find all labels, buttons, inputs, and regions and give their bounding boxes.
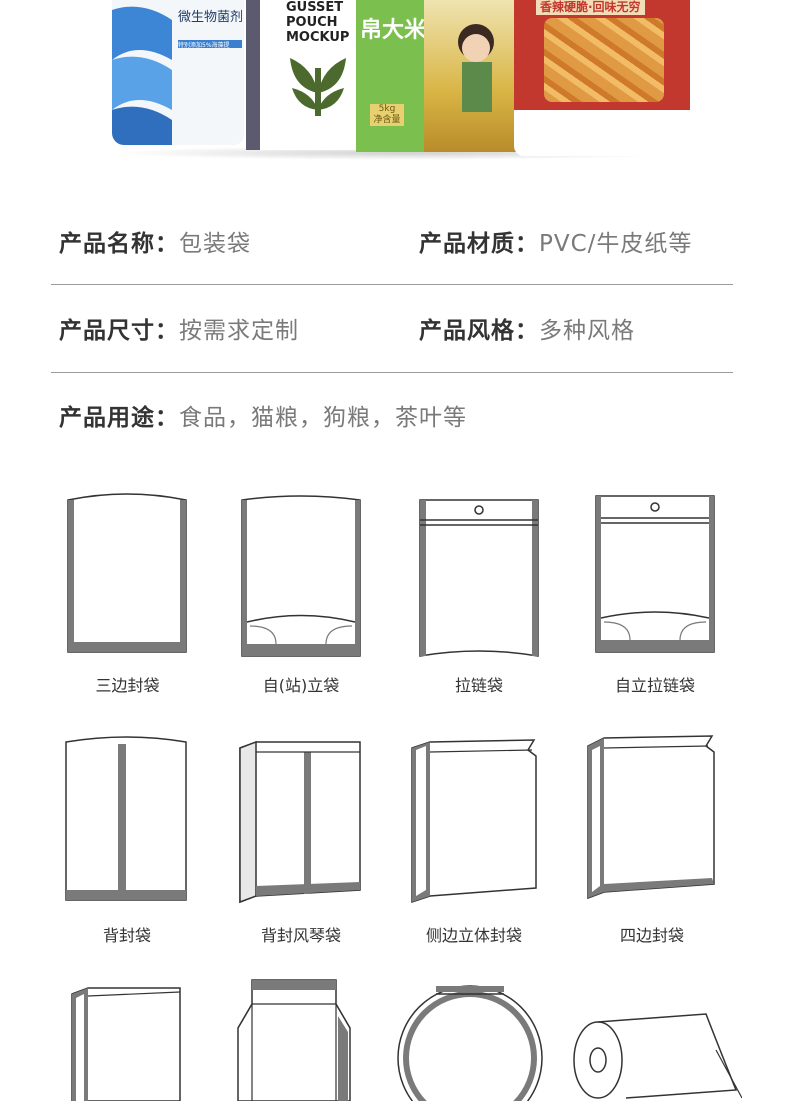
pack1-title: 微生物菌剂: [178, 10, 244, 25]
caption-back-seal-gusset: 背封风琴袋: [260, 926, 341, 945]
pack3-title: 帛大米: [360, 18, 427, 43]
product-banner: 微生物菌剂 特别添加5%海藻提 GUSSET POUCH MOCKUP 帛大米 …: [0, 0, 790, 160]
girl-illustration: [458, 24, 494, 112]
wave-graphic: [112, 6, 172, 145]
spec-value: PVC/牛皮纸等: [539, 231, 693, 257]
spec-product-name: 产品名称：包装袋: [59, 224, 251, 258]
spec-value: 按需求定制: [179, 318, 299, 344]
pack3-net: 净含量: [373, 115, 401, 125]
spec-value: 包装袋: [179, 231, 251, 257]
side-gusset-bag-icon: [411, 739, 537, 904]
pack3-weight-tag: 5kg 净含量: [370, 104, 404, 126]
caption-stand-up-zipper: 自立拉链袋: [614, 676, 695, 695]
three-side-seal-bag-icon: [67, 493, 187, 653]
package-snack: 香辣硬脆·回味无穷: [514, 0, 690, 156]
spec-material: 产品材质：PVC/牛皮纸等: [419, 224, 692, 258]
caption-zipper: 拉链袋: [454, 676, 503, 695]
spec-label: 产品用途：: [59, 405, 179, 431]
package-microbial: 微生物菌剂 特别添加5%海藻提: [112, 0, 244, 145]
spec-usage: 产品用途：食品，猫粮，狗粮，茶叶等: [59, 398, 467, 432]
pack3-weight: 5kg: [378, 104, 396, 114]
spec-value: 食品，猫粮，狗粮，茶叶等: [179, 405, 467, 431]
package-rice: 帛大米 5kg 净含量: [356, 0, 522, 152]
spec-value: 多种风格: [539, 318, 635, 344]
package-gusset-mockup: GUSSET POUCH MOCKUP: [246, 0, 370, 150]
caption-four-side-seal: 四边封袋: [619, 926, 684, 945]
pack2-title: GUSSET POUCH MOCKUP: [286, 0, 350, 45]
zipper-bag-icon: [419, 499, 539, 657]
spec-label: 产品尺寸：: [59, 318, 179, 344]
spec-label: 产品风格：: [419, 318, 539, 344]
stand-up-bag-icon: [241, 495, 361, 657]
round-window-bag-icon: [397, 985, 543, 1101]
caption-stand-up: 自(站)立袋: [262, 676, 340, 695]
back-seal-bag-icon: [65, 736, 187, 901]
spec-label: 产品名称：: [59, 231, 179, 257]
caption-side-gusset: 侧边立体封袋: [425, 926, 522, 945]
block-bottom-bag-icon: [237, 979, 351, 1101]
back-seal-gusset-bag-icon: [239, 740, 361, 904]
caption-three-side-seal: 三边封袋: [95, 676, 160, 695]
rice-field-illustration: [424, 0, 522, 152]
divider: [51, 284, 733, 285]
spec-label: 产品材质：: [419, 231, 539, 257]
four-side-seal-bag-icon: [587, 735, 715, 900]
spec-size: 产品尺寸：按需求定制: [59, 311, 299, 345]
divider: [51, 372, 733, 373]
spec-style: 产品风格：多种风格: [419, 311, 635, 345]
leaf-logo: [290, 58, 346, 116]
pack4-title: 香辣硬脆·回味无穷: [536, 0, 645, 15]
caption-back-seal: 背封袋: [102, 926, 151, 945]
snack-chips-image: [544, 18, 664, 102]
pack1-band: 特别添加5%海藻提: [178, 40, 242, 48]
roll-film-icon: [573, 1013, 742, 1099]
flat-bottom-bag-icon: [71, 987, 181, 1101]
stand-up-zipper-bag-icon: [595, 495, 715, 653]
